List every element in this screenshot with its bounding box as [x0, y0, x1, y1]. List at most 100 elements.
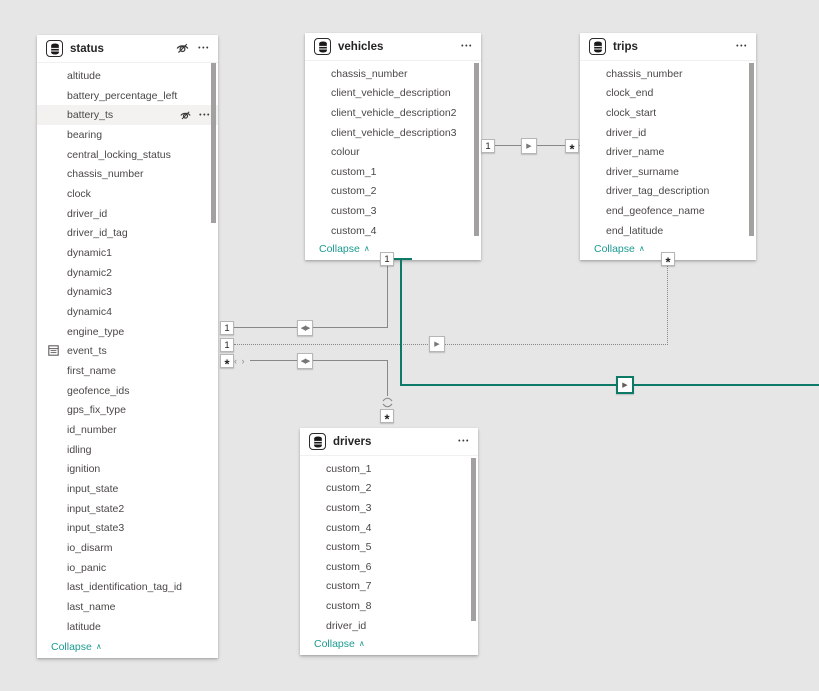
single-direction-arrow-icon[interactable]: ▶	[521, 138, 537, 154]
table-header[interactable]: vehicles •••	[305, 33, 481, 61]
field-row[interactable]: client_vehicle_description3	[305, 123, 481, 143]
field-row[interactable]: altitude	[37, 66, 218, 86]
field-row[interactable]: geofence_ids	[37, 381, 218, 401]
field-row[interactable]: dynamic4	[37, 302, 218, 322]
selected-relationship-line[interactable]	[400, 258, 402, 386]
scrollbar-thumb[interactable]	[474, 63, 479, 236]
cardinality-box[interactable]: 1	[481, 139, 495, 153]
field-row[interactable]: io_panic	[37, 558, 218, 578]
collapse-link[interactable]: Collapse ∧	[314, 638, 365, 650]
field-row[interactable]: chassis_number	[580, 64, 756, 84]
relationship-line-status-drivers[interactable]	[250, 360, 388, 361]
both-directions-icon[interactable]: ◀▶	[297, 353, 313, 369]
field-row[interactable]: chassis_number	[305, 64, 481, 84]
field-row[interactable]: last_identification_tag_id	[37, 577, 218, 597]
cardinality-box[interactable]: 1	[220, 338, 234, 352]
single-direction-arrow-icon[interactable]: ▶	[429, 336, 445, 352]
hidden-eye-icon[interactable]	[179, 109, 192, 122]
field-row[interactable]: custom_3	[305, 201, 481, 221]
field-row[interactable]: input_state	[37, 479, 218, 499]
table-header[interactable]: trips •••	[580, 33, 756, 61]
field-row[interactable]: driver_id	[300, 616, 478, 636]
field-row[interactable]: io_disarm	[37, 538, 218, 558]
table-card-trips[interactable]: trips ••• chassis_number clock_end clock…	[580, 33, 756, 260]
scrollbar-thumb[interactable]	[749, 63, 754, 236]
cardinality-box[interactable]: 1	[380, 252, 394, 266]
table-card-status[interactable]: status ••• altitude battery_percentage_l…	[37, 35, 218, 658]
table-header[interactable]: drivers •••	[300, 428, 478, 456]
field-row[interactable]: battery_percentage_left	[37, 86, 218, 106]
field-row[interactable]: battery_ts •••	[37, 105, 218, 126]
collapse-link[interactable]: Collapse ∧	[319, 243, 370, 255]
table-header[interactable]: status •••	[37, 35, 218, 63]
field-row[interactable]: custom_3	[300, 498, 478, 518]
field-row[interactable]: client_vehicle_description	[305, 84, 481, 104]
field-row[interactable]: bearing	[37, 125, 218, 145]
relationship-line-status-drivers[interactable]	[387, 361, 388, 396]
field-row[interactable]: colour	[305, 142, 481, 162]
field-row[interactable]: custom_1	[305, 162, 481, 182]
more-options-icon[interactable]: •••	[198, 45, 210, 52]
table-card-drivers[interactable]: drivers ••• custom_1 custom_2 custom_3 c…	[300, 428, 478, 655]
field-row[interactable]: end_geofence_name	[580, 201, 756, 221]
field-label: bearing	[67, 128, 103, 141]
field-row[interactable]: custom_2	[305, 182, 481, 202]
field-row[interactable]: custom_5	[300, 537, 478, 557]
relationship-line-status-trips-inactive[interactable]	[234, 344, 668, 345]
field-row[interactable]: client_vehicle_description2	[305, 103, 481, 123]
field-row[interactable]: input_state2	[37, 499, 218, 519]
field-row[interactable]: idling	[37, 440, 218, 460]
cardinality-box[interactable]: *	[220, 354, 234, 371]
field-row[interactable]: latitude	[37, 617, 218, 637]
field-row[interactable]: custom_2	[300, 479, 478, 499]
more-options-icon[interactable]: •••	[736, 43, 748, 50]
field-row[interactable]: clock_end	[580, 84, 756, 104]
field-row[interactable]: central_locking_status	[37, 145, 218, 165]
single-direction-arrow-icon[interactable]: ▶	[616, 376, 634, 394]
field-row[interactable]: custom_4	[300, 518, 478, 538]
field-row[interactable]: driver_id	[580, 123, 756, 143]
more-options-icon[interactable]: •••	[199, 111, 211, 119]
scrollbar-thumb[interactable]	[471, 458, 476, 621]
field-row[interactable]: gps_fix_type	[37, 400, 218, 420]
more-options-icon[interactable]: •••	[458, 438, 470, 445]
cardinality-box[interactable]: 1	[220, 321, 234, 335]
cardinality-box[interactable]: *	[565, 139, 579, 156]
field-row[interactable]: clock_start	[580, 103, 756, 123]
field-row[interactable]: event_ts	[37, 341, 218, 361]
cardinality-box[interactable]: *	[380, 409, 394, 426]
both-directions-icon[interactable]: ◀▶	[297, 320, 313, 336]
selected-relationship-line[interactable]	[400, 384, 819, 386]
field-row[interactable]: first_name	[37, 361, 218, 381]
field-row[interactable]: custom_7	[300, 577, 478, 597]
field-row[interactable]: end_latitude	[580, 221, 756, 241]
field-row[interactable]: driver_id_tag	[37, 223, 218, 243]
field-row[interactable]: dynamic2	[37, 263, 218, 283]
relationship-line-status-trips-inactive[interactable]	[667, 266, 668, 345]
hidden-eye-icon[interactable]	[175, 41, 190, 56]
collapse-link[interactable]: Collapse ∧	[594, 243, 645, 255]
field-row[interactable]: driver_id	[37, 204, 218, 224]
field-row[interactable]: driver_name	[580, 142, 756, 162]
table-card-vehicles[interactable]: vehicles ••• chassis_number client_vehic…	[305, 33, 481, 260]
field-row[interactable]: driver_tag_description	[580, 182, 756, 202]
more-options-icon[interactable]: •••	[461, 43, 473, 50]
field-row[interactable]: custom_1	[300, 459, 478, 479]
field-row[interactable]: engine_type	[37, 322, 218, 342]
field-row[interactable]: clock	[37, 184, 218, 204]
field-row[interactable]: ignition	[37, 459, 218, 479]
field-row[interactable]: input_state3	[37, 518, 218, 538]
field-row[interactable]: last_name	[37, 597, 218, 617]
field-row[interactable]: dynamic3	[37, 282, 218, 302]
field-row[interactable]: dynamic1	[37, 243, 218, 263]
scrollbar-thumb[interactable]	[211, 63, 216, 223]
field-row[interactable]: custom_6	[300, 557, 478, 577]
relationship-line-status-vehicles[interactable]	[387, 266, 388, 328]
field-row[interactable]: id_number	[37, 420, 218, 440]
field-row[interactable]: driver_surname	[580, 162, 756, 182]
field-row[interactable]: custom_8	[300, 596, 478, 616]
field-row[interactable]: custom_4	[305, 221, 481, 241]
field-row[interactable]: chassis_number	[37, 164, 218, 184]
cardinality-box[interactable]: *	[661, 252, 675, 269]
collapse-link[interactable]: Collapse ∧	[51, 641, 102, 653]
